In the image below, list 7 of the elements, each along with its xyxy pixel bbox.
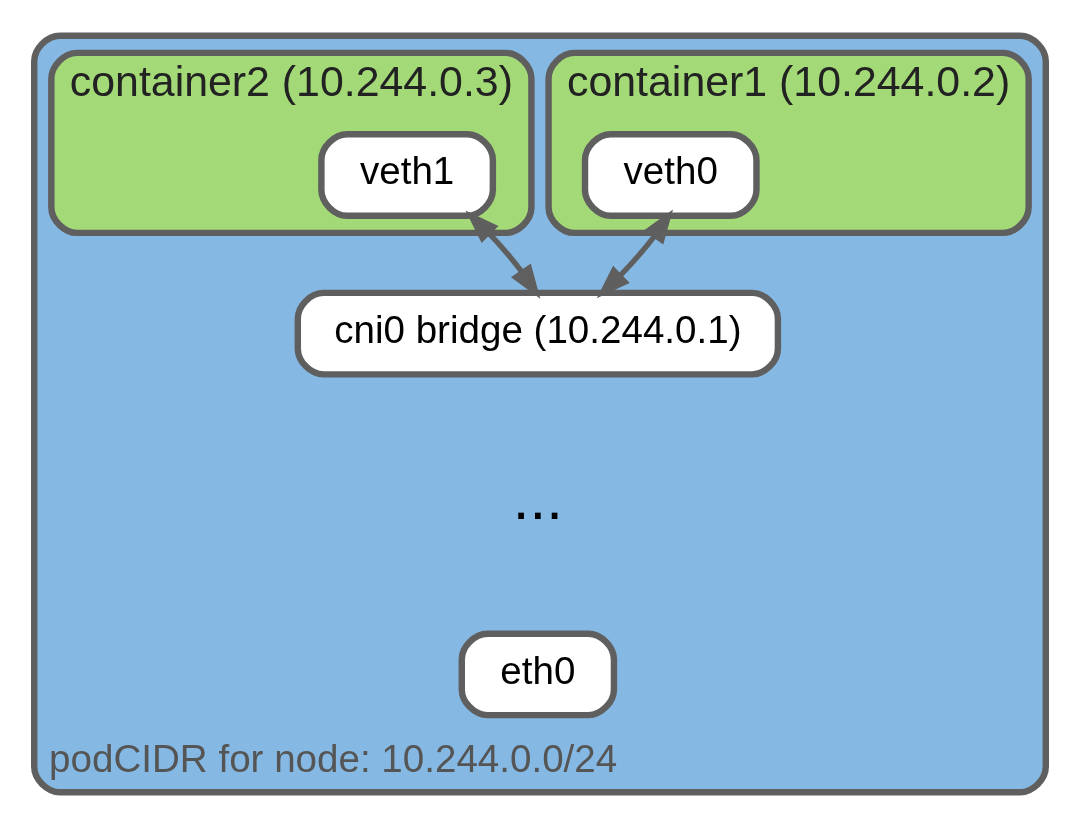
node-box: veth0 bbox=[581, 131, 760, 219]
arrow bbox=[596, 209, 674, 299]
arrow bbox=[465, 210, 541, 299]
label: ... bbox=[512, 464, 563, 532]
node-box: eth0 bbox=[458, 630, 618, 719]
node-box: veth1 bbox=[318, 131, 497, 219]
node-box: cni0 bridge (10.244.0.1) bbox=[294, 289, 782, 378]
